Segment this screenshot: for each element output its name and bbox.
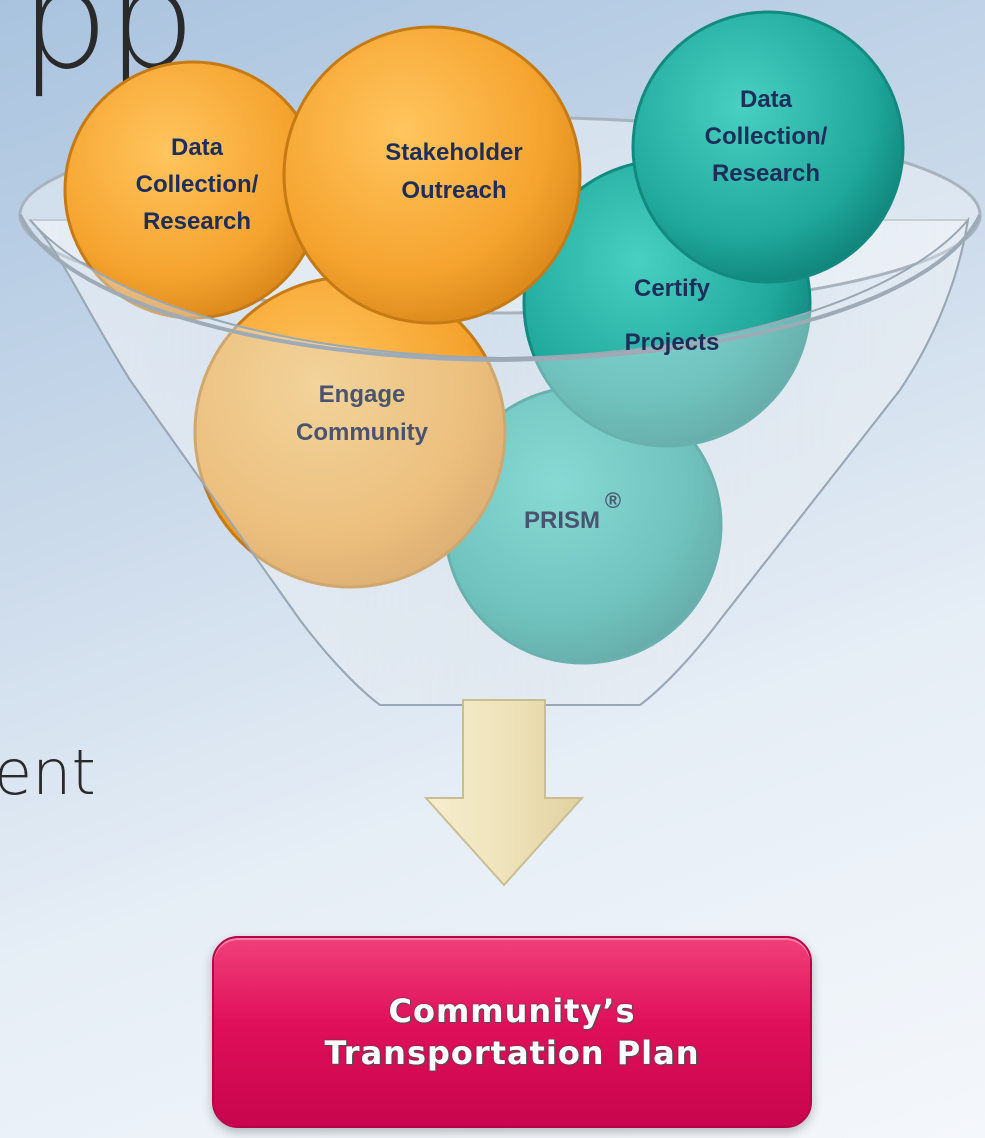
label-teal-data-line2: Collection/ — [705, 123, 828, 150]
transportation-plan-label: Community’s Transportation Plan — [324, 990, 699, 1074]
funnel-front-glass — [29, 216, 970, 706]
body-text-fragment: ent — [0, 736, 96, 809]
label-orange-data-line2: Collection/ — [136, 171, 259, 198]
label-engage: Engage Community — [296, 381, 429, 446]
label-teal-data-line3: Research — [712, 160, 820, 187]
funnel-rim-front — [18, 214, 982, 363]
label-orange-data-line3: Research — [143, 208, 251, 235]
label-engage-line1: Engage — [319, 381, 406, 408]
plan-line2: Transportation Plan — [324, 1034, 700, 1072]
label-prism-text: PRISM — [524, 507, 600, 534]
label-engage-line2: Community — [296, 419, 429, 446]
label-stakeholder-line2: Outreach — [401, 177, 506, 204]
plan-line1: Community’s — [388, 992, 636, 1030]
down-arrow-icon — [423, 699, 585, 887]
label-prism: PRISM ® — [524, 488, 621, 534]
label-stakeholder-line1: Stakeholder — [385, 139, 522, 166]
label-orange-data: Data Collection/ Research — [136, 134, 259, 235]
ball-stakeholder-outreach — [282, 25, 582, 325]
label-certify-line2: Projects — [625, 329, 720, 356]
label-certify-line1: Certify — [634, 275, 711, 302]
label-prism-mark: ® — [605, 488, 621, 513]
label-orange-data-line1: Data — [171, 134, 224, 161]
label-teal-data: Data Collection/ Research — [705, 86, 828, 187]
transportation-plan-box: Community’s Transportation Plan — [212, 936, 812, 1128]
label-teal-data-line1: Data — [740, 86, 793, 113]
label-stakeholder: Stakeholder Outreach — [385, 139, 522, 204]
ball-teal-data-collection — [631, 10, 905, 284]
label-certify: Certify Projects — [625, 275, 720, 356]
